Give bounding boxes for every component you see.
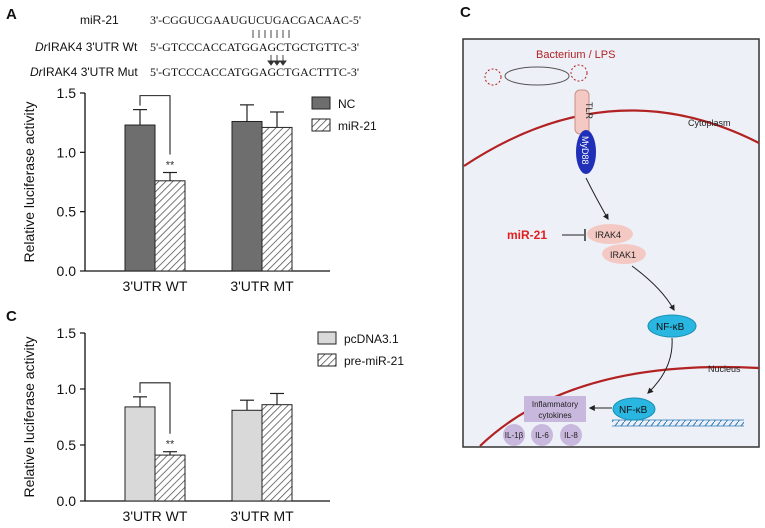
bar bbox=[261, 404, 293, 502]
nfkb-cytoplasm bbox=[647, 314, 697, 338]
cytokines-label-line1: Inflammatory bbox=[532, 400, 578, 409]
bar bbox=[124, 406, 156, 502]
x-tick-label: 3'UTR WT bbox=[123, 508, 188, 524]
panel-letter-a: A bbox=[6, 6, 17, 23]
cell-membrane bbox=[463, 109, 760, 167]
il1b-label: IL-1β bbox=[505, 431, 524, 440]
mut-sequence: 5'-GTCCCACCATGGAGCTGACTTTC-3' bbox=[150, 65, 359, 79]
irak4-label: IRAK4 bbox=[595, 230, 621, 240]
legend-swatch bbox=[317, 331, 337, 345]
y-axis-label: Relative luciferase activity bbox=[21, 336, 37, 497]
panel-letter-c-left: C bbox=[6, 308, 17, 325]
wt-sequence: 5'-GTCCCACCATGGAGCTGCTGTTC-3' bbox=[150, 40, 359, 54]
legend-swatch bbox=[317, 353, 337, 367]
significance-stars: ** bbox=[166, 439, 175, 451]
mir21-seq-label: miR-21 bbox=[80, 13, 119, 27]
y-tick-label: 0.5 bbox=[57, 437, 77, 453]
panel-letter-c-right: C bbox=[460, 4, 471, 21]
bar bbox=[154, 454, 186, 502]
il6-label: IL-6 bbox=[535, 431, 549, 440]
irak1-protein bbox=[602, 244, 646, 264]
mut-label-species: Dr bbox=[30, 65, 43, 79]
arrow-irak-nfkb bbox=[631, 265, 675, 312]
wt-label-text: IRAK4 3'UTR Wt bbox=[47, 40, 138, 54]
tlr-label: TLR bbox=[584, 102, 594, 120]
arrow-nfkb-nucleus bbox=[647, 337, 673, 394]
x-tick-label: 3'UTR MT bbox=[230, 278, 294, 294]
legend-label: pre-miR-21 bbox=[344, 354, 404, 368]
lps-particle-1 bbox=[484, 68, 502, 86]
wt-seq-label: DrIRAK4 3'UTR Wt bbox=[35, 40, 137, 54]
y-tick-label: 0.0 bbox=[57, 493, 77, 509]
cytokines-label-line2: cytokines bbox=[538, 411, 571, 420]
bar bbox=[124, 124, 156, 272]
bacterium-shape bbox=[504, 66, 570, 86]
y-axis-label: Relative luciferase activity bbox=[21, 101, 37, 262]
wt-label-species: Dr bbox=[35, 40, 48, 54]
legend-swatch bbox=[311, 96, 331, 110]
cytoplasm-label: Cytoplasm bbox=[688, 118, 731, 128]
dna-strand bbox=[612, 420, 744, 426]
legend-swatch bbox=[311, 118, 331, 132]
significance-bracket bbox=[139, 382, 171, 434]
y-tick-label: 1.0 bbox=[57, 381, 77, 397]
mir21-inhibitor-label: miR-21 bbox=[507, 228, 547, 242]
bar bbox=[231, 120, 263, 272]
irak4-protein bbox=[587, 224, 633, 244]
il8-label: IL-8 bbox=[564, 431, 578, 440]
bar bbox=[231, 409, 263, 502]
legend-label: miR-21 bbox=[338, 119, 377, 133]
mir21-sequence: 3'-CGGUCGAAUGUCUGACGACAAC-5' bbox=[150, 13, 361, 27]
x-tick-label: 3'UTR MT bbox=[230, 508, 294, 524]
y-tick-label: 0.0 bbox=[57, 263, 77, 279]
legend-label: NC bbox=[338, 97, 356, 111]
y-tick-label: 1.5 bbox=[57, 325, 77, 341]
il6-circle bbox=[531, 424, 553, 446]
bar bbox=[261, 126, 293, 272]
y-tick-label: 1.0 bbox=[57, 144, 77, 160]
nfkb-nucleus-label: NF-κB bbox=[619, 405, 648, 416]
lps-particle-2 bbox=[570, 64, 588, 82]
myd88-label: MyD88 bbox=[580, 136, 590, 165]
x-tick-label: 3'UTR WT bbox=[123, 278, 188, 294]
y-tick-label: 1.5 bbox=[57, 85, 77, 101]
significance-stars: ** bbox=[166, 160, 175, 172]
signaling-pathway-diagram: Bacterium / LPS TLR MyD88 Cytoplasm IRAK… bbox=[462, 38, 760, 448]
pairing-marks bbox=[252, 30, 290, 66]
bacterium-label: Bacterium / LPS bbox=[536, 49, 615, 61]
nfkb-nucleus bbox=[612, 397, 656, 421]
mut-label-text: IRAK4 3'UTR Mut bbox=[42, 65, 138, 79]
nucleus-label: Nucleus bbox=[708, 364, 741, 374]
arrow-myd88-irak4 bbox=[585, 177, 609, 221]
mut-seq-label: DrIRAK4 3'UTR Mut bbox=[30, 65, 138, 79]
nuclear-membrane bbox=[479, 365, 760, 447]
nfkb-cytoplasm-label: NF-κB bbox=[656, 322, 685, 333]
bar bbox=[154, 180, 186, 272]
significance-bracket bbox=[139, 95, 171, 155]
cytokines-box bbox=[524, 396, 586, 422]
y-tick-label: 0.5 bbox=[57, 204, 77, 220]
legend-label: pcDNA3.1 bbox=[344, 332, 399, 346]
irak1-label: IRAK1 bbox=[610, 250, 636, 260]
il8-circle bbox=[560, 424, 582, 446]
myd88-protein bbox=[576, 130, 596, 174]
il1b-circle bbox=[503, 424, 525, 446]
